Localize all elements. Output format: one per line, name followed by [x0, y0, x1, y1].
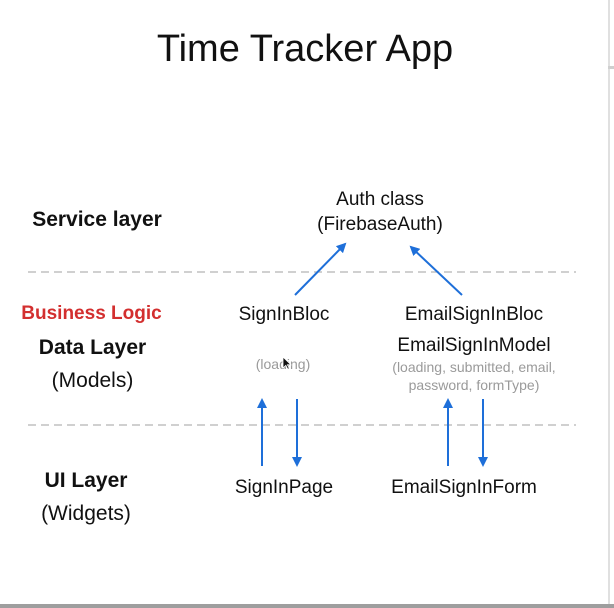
firebase-auth-node: (FirebaseAuth)	[317, 214, 443, 235]
sign-in-bloc-node: SignInBloc	[238, 304, 330, 325]
model-fields-line2: password, formType)	[408, 377, 540, 393]
business-logic-label: Business Logic	[21, 303, 162, 324]
widgets-label: (Widgets)	[41, 502, 131, 525]
email-sign-in-form-node: EmailSignInForm	[391, 477, 537, 498]
arrow-emailsigninbloc-to-auth	[409, 245, 463, 296]
ui-layer-label: UI Layer	[44, 469, 128, 492]
service-layer-label: Service layer	[32, 208, 162, 231]
mouse-pointer-icon	[282, 356, 292, 370]
email-sign-in-model-node: EmailSignInModel	[397, 335, 551, 356]
window-right-edge	[608, 0, 610, 608]
models-label: (Models)	[51, 369, 134, 392]
auth-class-node: Auth class	[336, 189, 424, 210]
diagram-title: Time Tracker App	[156, 28, 454, 70]
data-layer-label: Data Layer	[38, 336, 147, 359]
model-fields-line1: (loading, submitted, email,	[392, 359, 556, 375]
sign-in-page-node: SignInPage	[234, 477, 334, 498]
email-sign-in-bloc-node: EmailSignInBloc	[404, 304, 544, 325]
window-bottom-edge	[0, 604, 614, 608]
arrow-signinbloc-to-auth	[294, 242, 347, 296]
window-right-edge-tick	[608, 66, 614, 69]
